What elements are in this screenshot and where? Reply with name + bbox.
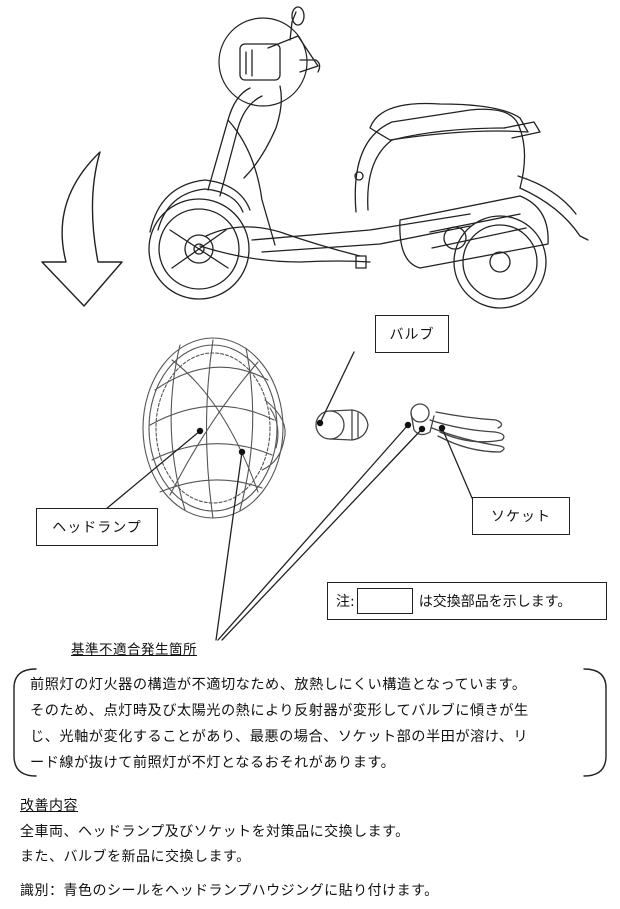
defect-description: 前照灯の灯火器の構造が不適切なため、放熱しにくい構造となっています。 そのため、… [30,672,590,776]
headlamp-label: ヘッドランプ [36,508,158,546]
description-frame [13,668,607,777]
bulb-label: バルブ [375,315,449,353]
headlamp-drawing [142,337,286,519]
defect-origin-label: 基準不適合発生箇所 [71,642,197,658]
description-line: じ、光軸が変化することがあり、最悪の場合、ソケット部の半田が溶け、リ [30,729,529,745]
description-line: そのため、点灯時及び太陽光の熱により反射器が変形してバルブに傾きが生 [30,703,529,719]
socket-label: ソケット [472,497,570,535]
improvement-line: 全車両、ヘッドランプ及びソケットを対策品に交換します。 [20,824,410,840]
note-suffix: は交換部品を示します。 [418,594,572,610]
scooter-drawing [148,6,589,309]
socket-label-text: ソケット [491,509,551,525]
headlamp-label-text: ヘッドランプ [52,520,142,536]
replacement-note: 注: は交換部品を示します。 [327,582,607,620]
socket-drawing [410,403,505,453]
curved-arrow [41,151,123,307]
leader-lines [99,351,473,641]
improvement-title: 改善内容 [20,798,78,814]
description-line: 前照灯の灯火器の構造が不適切なため、放熱しにくい構造となっています。 [30,677,527,693]
replacement-part-swatch [356,588,413,614]
improvement-line: また、バルブを新品に交換します。 [20,849,251,865]
identification-text: 識別：青色のシールをヘッドランプハウジングに貼り付けます。 [20,883,439,899]
bulb-label-text: バルブ [389,327,435,343]
note-prefix: 注: [336,594,355,610]
description-line: ード線が抜けて前照灯が不灯となるおそれがあります。 [30,755,396,771]
bulb-drawing [315,409,369,441]
